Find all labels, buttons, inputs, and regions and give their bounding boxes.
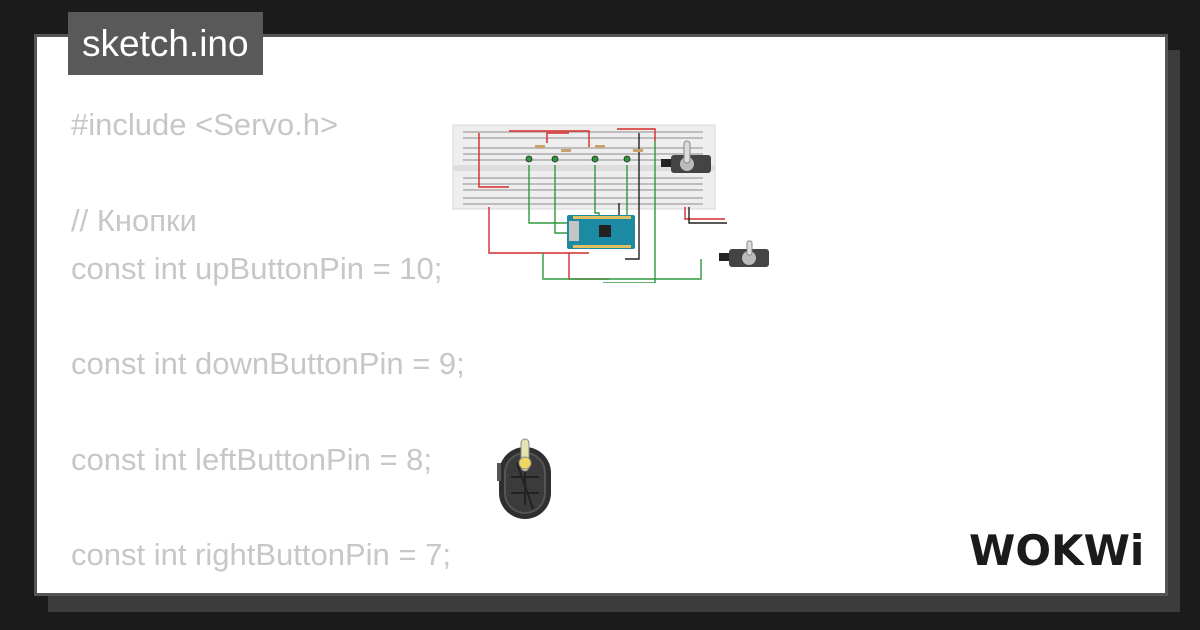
code-line-2: // Кнопки (71, 203, 197, 238)
file-tab[interactable]: sketch.ino (68, 12, 263, 75)
code-editor: #include <Servo.h> // Кнопки const int u… (71, 37, 465, 572)
breadboard-circuit-diagram (452, 124, 769, 283)
code-line-6: const int rightButtonPin = 7; (71, 537, 451, 572)
code-line-4: const int downButtonPin = 9; (71, 346, 465, 381)
code-line-5: const int leftButtonPin = 8; (71, 442, 433, 477)
arduino-nano-board-icon (567, 215, 635, 249)
servo-motor-icon (661, 140, 711, 173)
file-tab-label: sketch.ino (82, 23, 249, 64)
code-line-1: #include <Servo.h> (71, 107, 339, 142)
svg-text:WOKWi: WOKWi (969, 526, 1144, 575)
wokwi-logo: WOKWi (969, 526, 1144, 575)
servo-motor-icon (719, 240, 769, 267)
preview-card: #include <Servo.h> // Кнопки const int u… (34, 34, 1168, 596)
code-line-3: const int upButtonPin = 10; (71, 251, 443, 286)
servo-motor-icon (497, 438, 551, 519)
